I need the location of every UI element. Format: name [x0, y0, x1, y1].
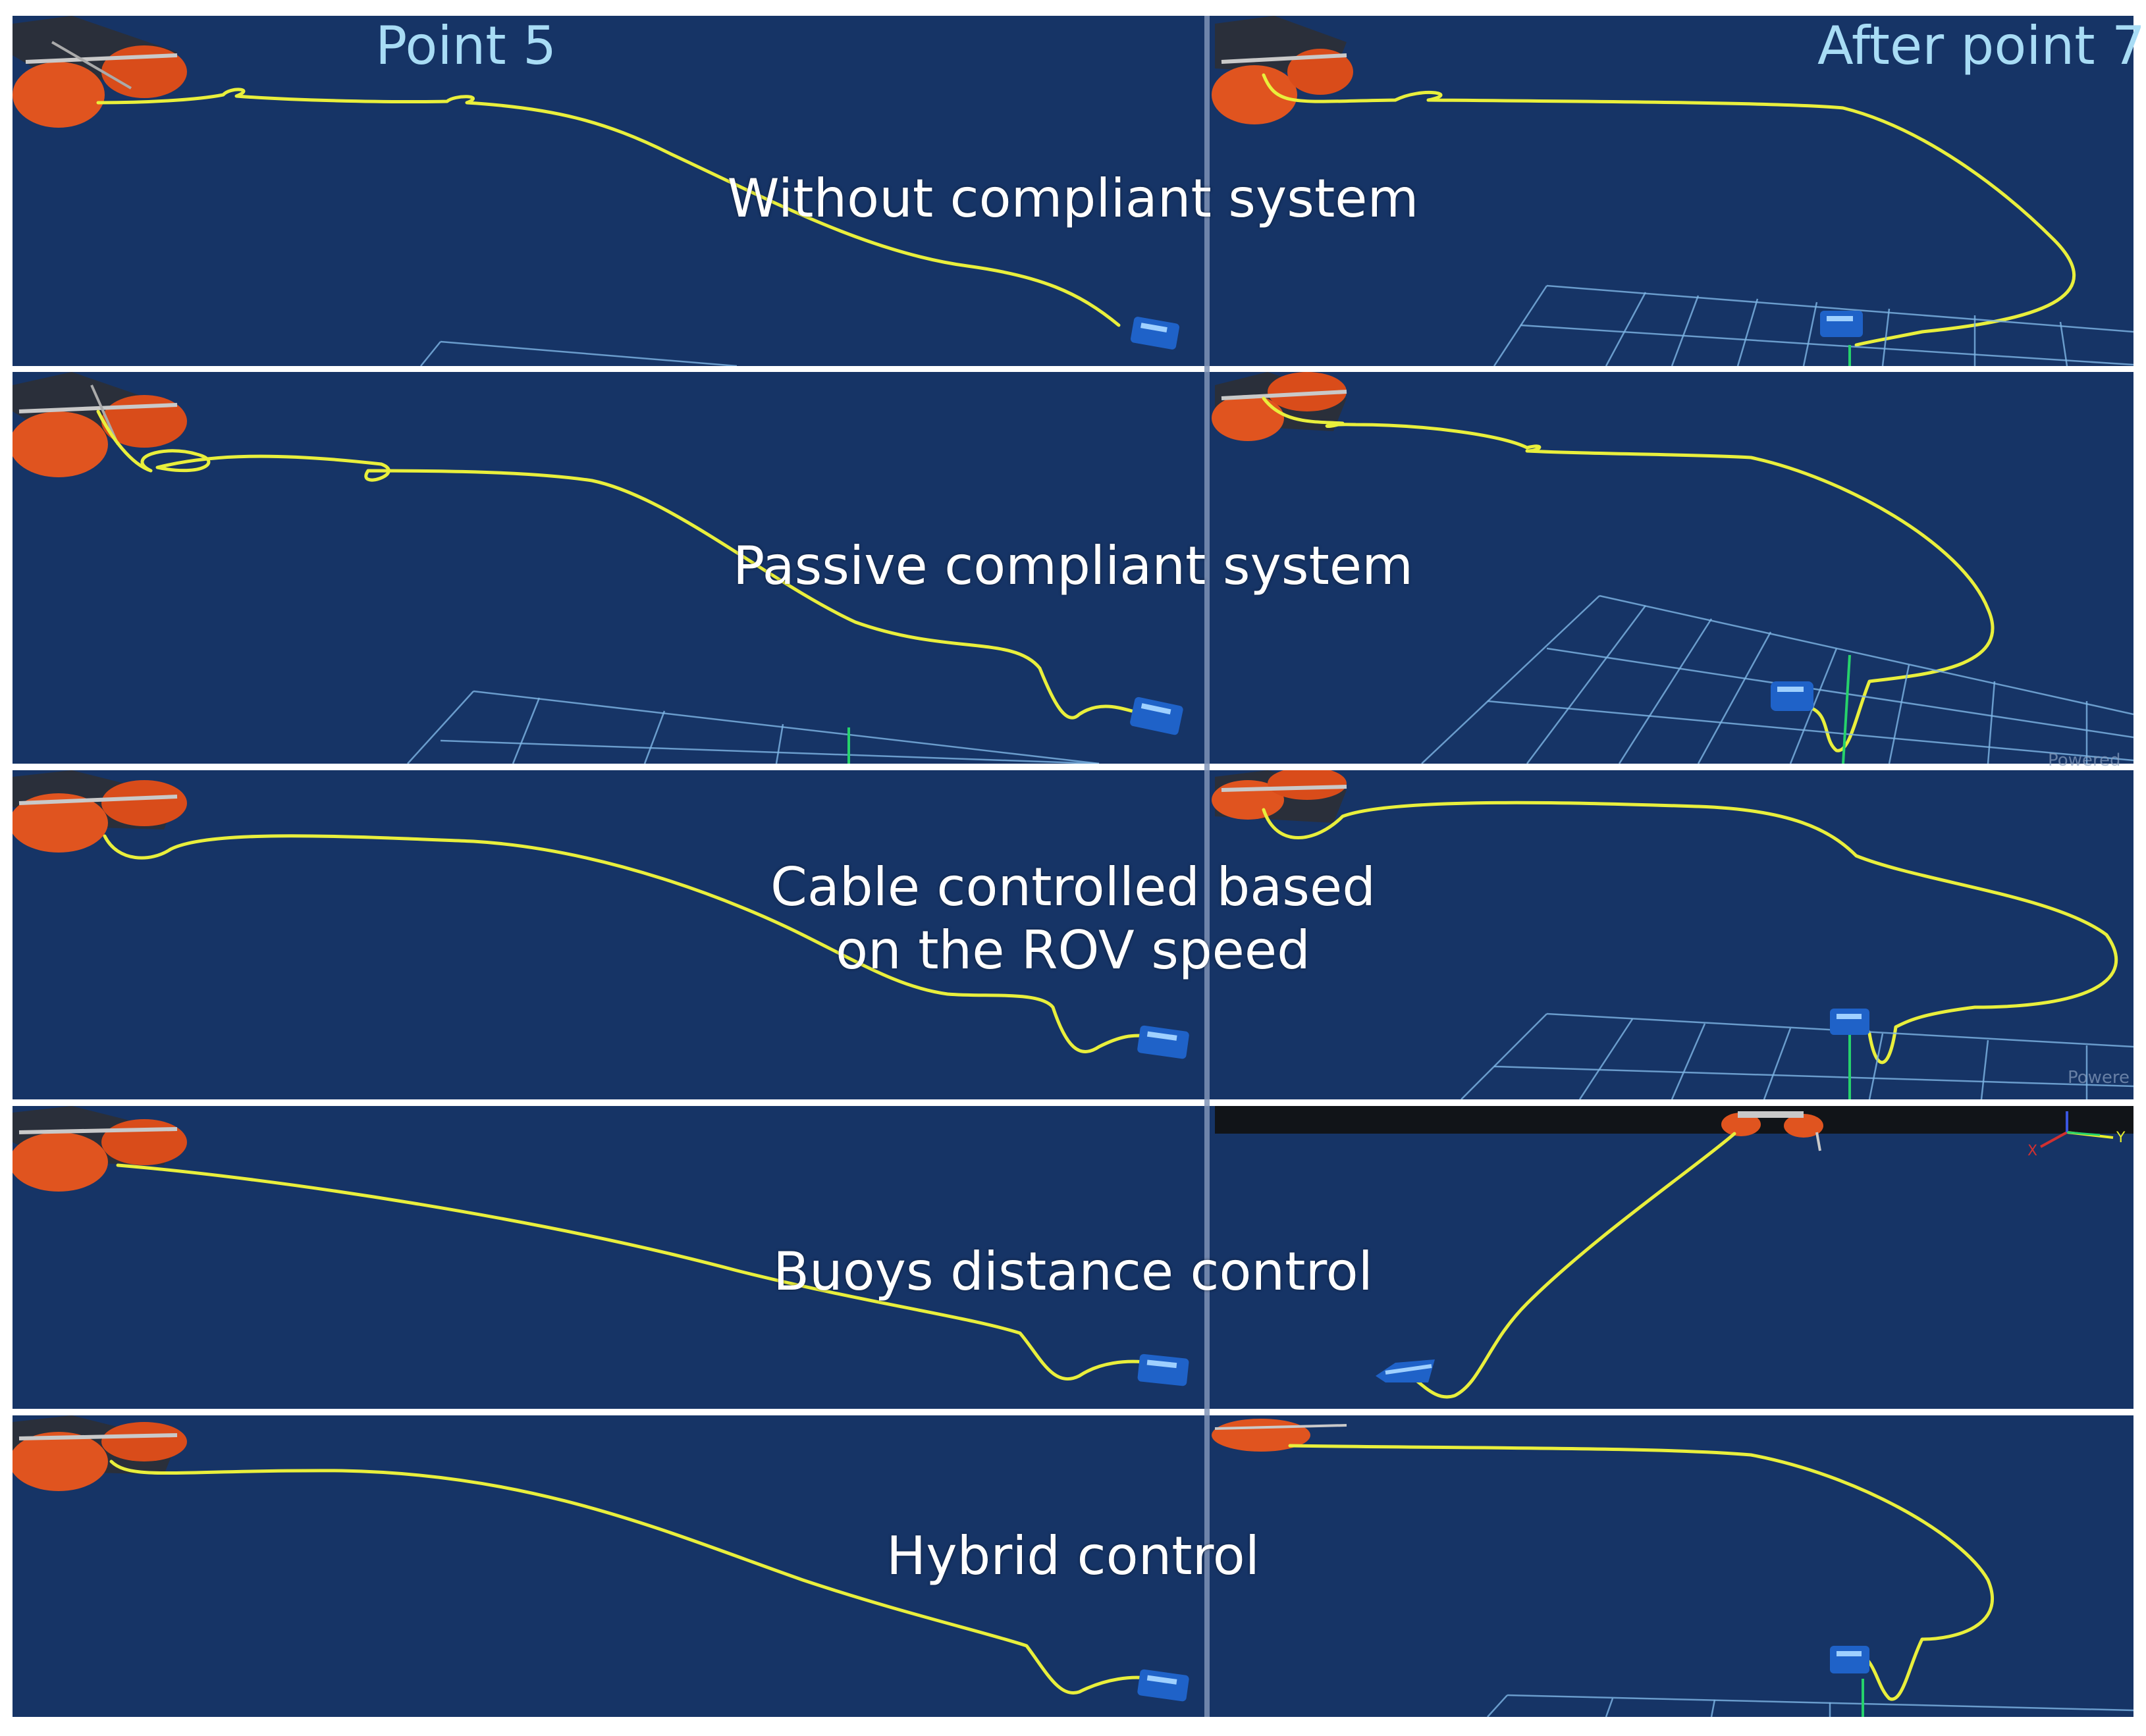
rov-vehicle-icon	[1130, 697, 1183, 735]
row-hybrid-control	[13, 1415, 2133, 1717]
tether-cable-left	[96, 409, 1134, 720]
row-4-scene: Y X	[13, 1106, 2133, 1399]
watermark-powered: Powered	[2048, 750, 2121, 770]
surface-buoy-icon	[13, 1106, 187, 1192]
caption-without-compliant-system: Without compliant system	[727, 168, 1419, 229]
axis-y-label: Y	[2116, 1130, 2126, 1146]
row-passive-compliant-system	[13, 372, 2133, 764]
seabed-grid-left	[407, 690, 1100, 764]
surface-buoy-icon	[13, 770, 187, 853]
seabed-grid-right	[1487, 1694, 2133, 1717]
tether-cable-right	[1262, 396, 1995, 752]
rov-vehicle-icon	[1137, 1025, 1189, 1059]
surface-buoy-icon	[13, 1415, 187, 1491]
surface-buoy-icon	[13, 16, 187, 128]
axis-x-label: X	[2027, 1143, 2037, 1159]
surface-buoy-icon	[13, 372, 187, 477]
row-3-scene	[13, 770, 2133, 1099]
caption-hybrid-control: Hybrid control	[886, 1525, 1260, 1587]
row-buoys-distance-control: Y X	[13, 1106, 2133, 1409]
rov-vehicle-icon	[1830, 1646, 1869, 1673]
rov-vehicle-icon	[1137, 1354, 1189, 1386]
rov-vehicle-icon	[1131, 317, 1179, 350]
rov-vehicle-icon	[1820, 311, 1863, 337]
caption-buoys-distance-control: Buoys distance control	[773, 1241, 1373, 1302]
tether-cable-right	[1262, 801, 2118, 1065]
seabed-grid-right	[1461, 1013, 2133, 1099]
rov-vehicle-icon	[1137, 1669, 1189, 1702]
tether-cable-right	[1288, 1444, 1994, 1701]
surface-buoy-icon	[1212, 770, 1347, 823]
row-without-compliant-system	[13, 16, 2133, 366]
row-5-scene	[13, 1415, 2133, 1717]
tether-cable-right	[1400, 1132, 1736, 1399]
row-1-scene	[13, 16, 2133, 366]
rov-vehicle-icon	[1376, 1359, 1435, 1382]
panel-divider	[1204, 16, 1210, 1717]
seabed-grid-right	[1421, 594, 2133, 764]
surface-buoy-icon	[1212, 16, 1353, 124]
left-column-header: Point 5	[375, 15, 556, 76]
caption-passive-compliant-system: Passive compliant system	[732, 535, 1414, 596]
tether-cable-right	[1262, 73, 2076, 347]
tether-cable-left	[116, 1163, 1154, 1381]
watermark-powere: Powere	[2068, 1068, 2130, 1088]
tether-cable-left	[103, 834, 1154, 1053]
rov-vehicle-icon	[1830, 1009, 1869, 1035]
axes-gizmo-icon: Y X	[2027, 1111, 2126, 1159]
seabed-grid-left	[420, 340, 738, 366]
seabed-grid-right	[1493, 284, 2133, 366]
tether-cable-left	[96, 88, 1121, 327]
surface-buoy-icon	[1721, 1111, 1823, 1151]
row-cable-controlled-rov-speed	[13, 770, 2133, 1099]
caption-cable-controlled-rov-speed: Cable controlled based on the ROV speed	[770, 856, 1376, 981]
row-2-scene	[13, 372, 2133, 764]
tether-cable-left	[109, 1460, 1154, 1695]
surface-buoy-icon	[1212, 372, 1347, 441]
right-column-header: After point 7	[1817, 15, 2145, 76]
surface-buoy-icon	[1212, 1419, 1347, 1452]
rov-vehicle-icon	[1771, 681, 1813, 711]
